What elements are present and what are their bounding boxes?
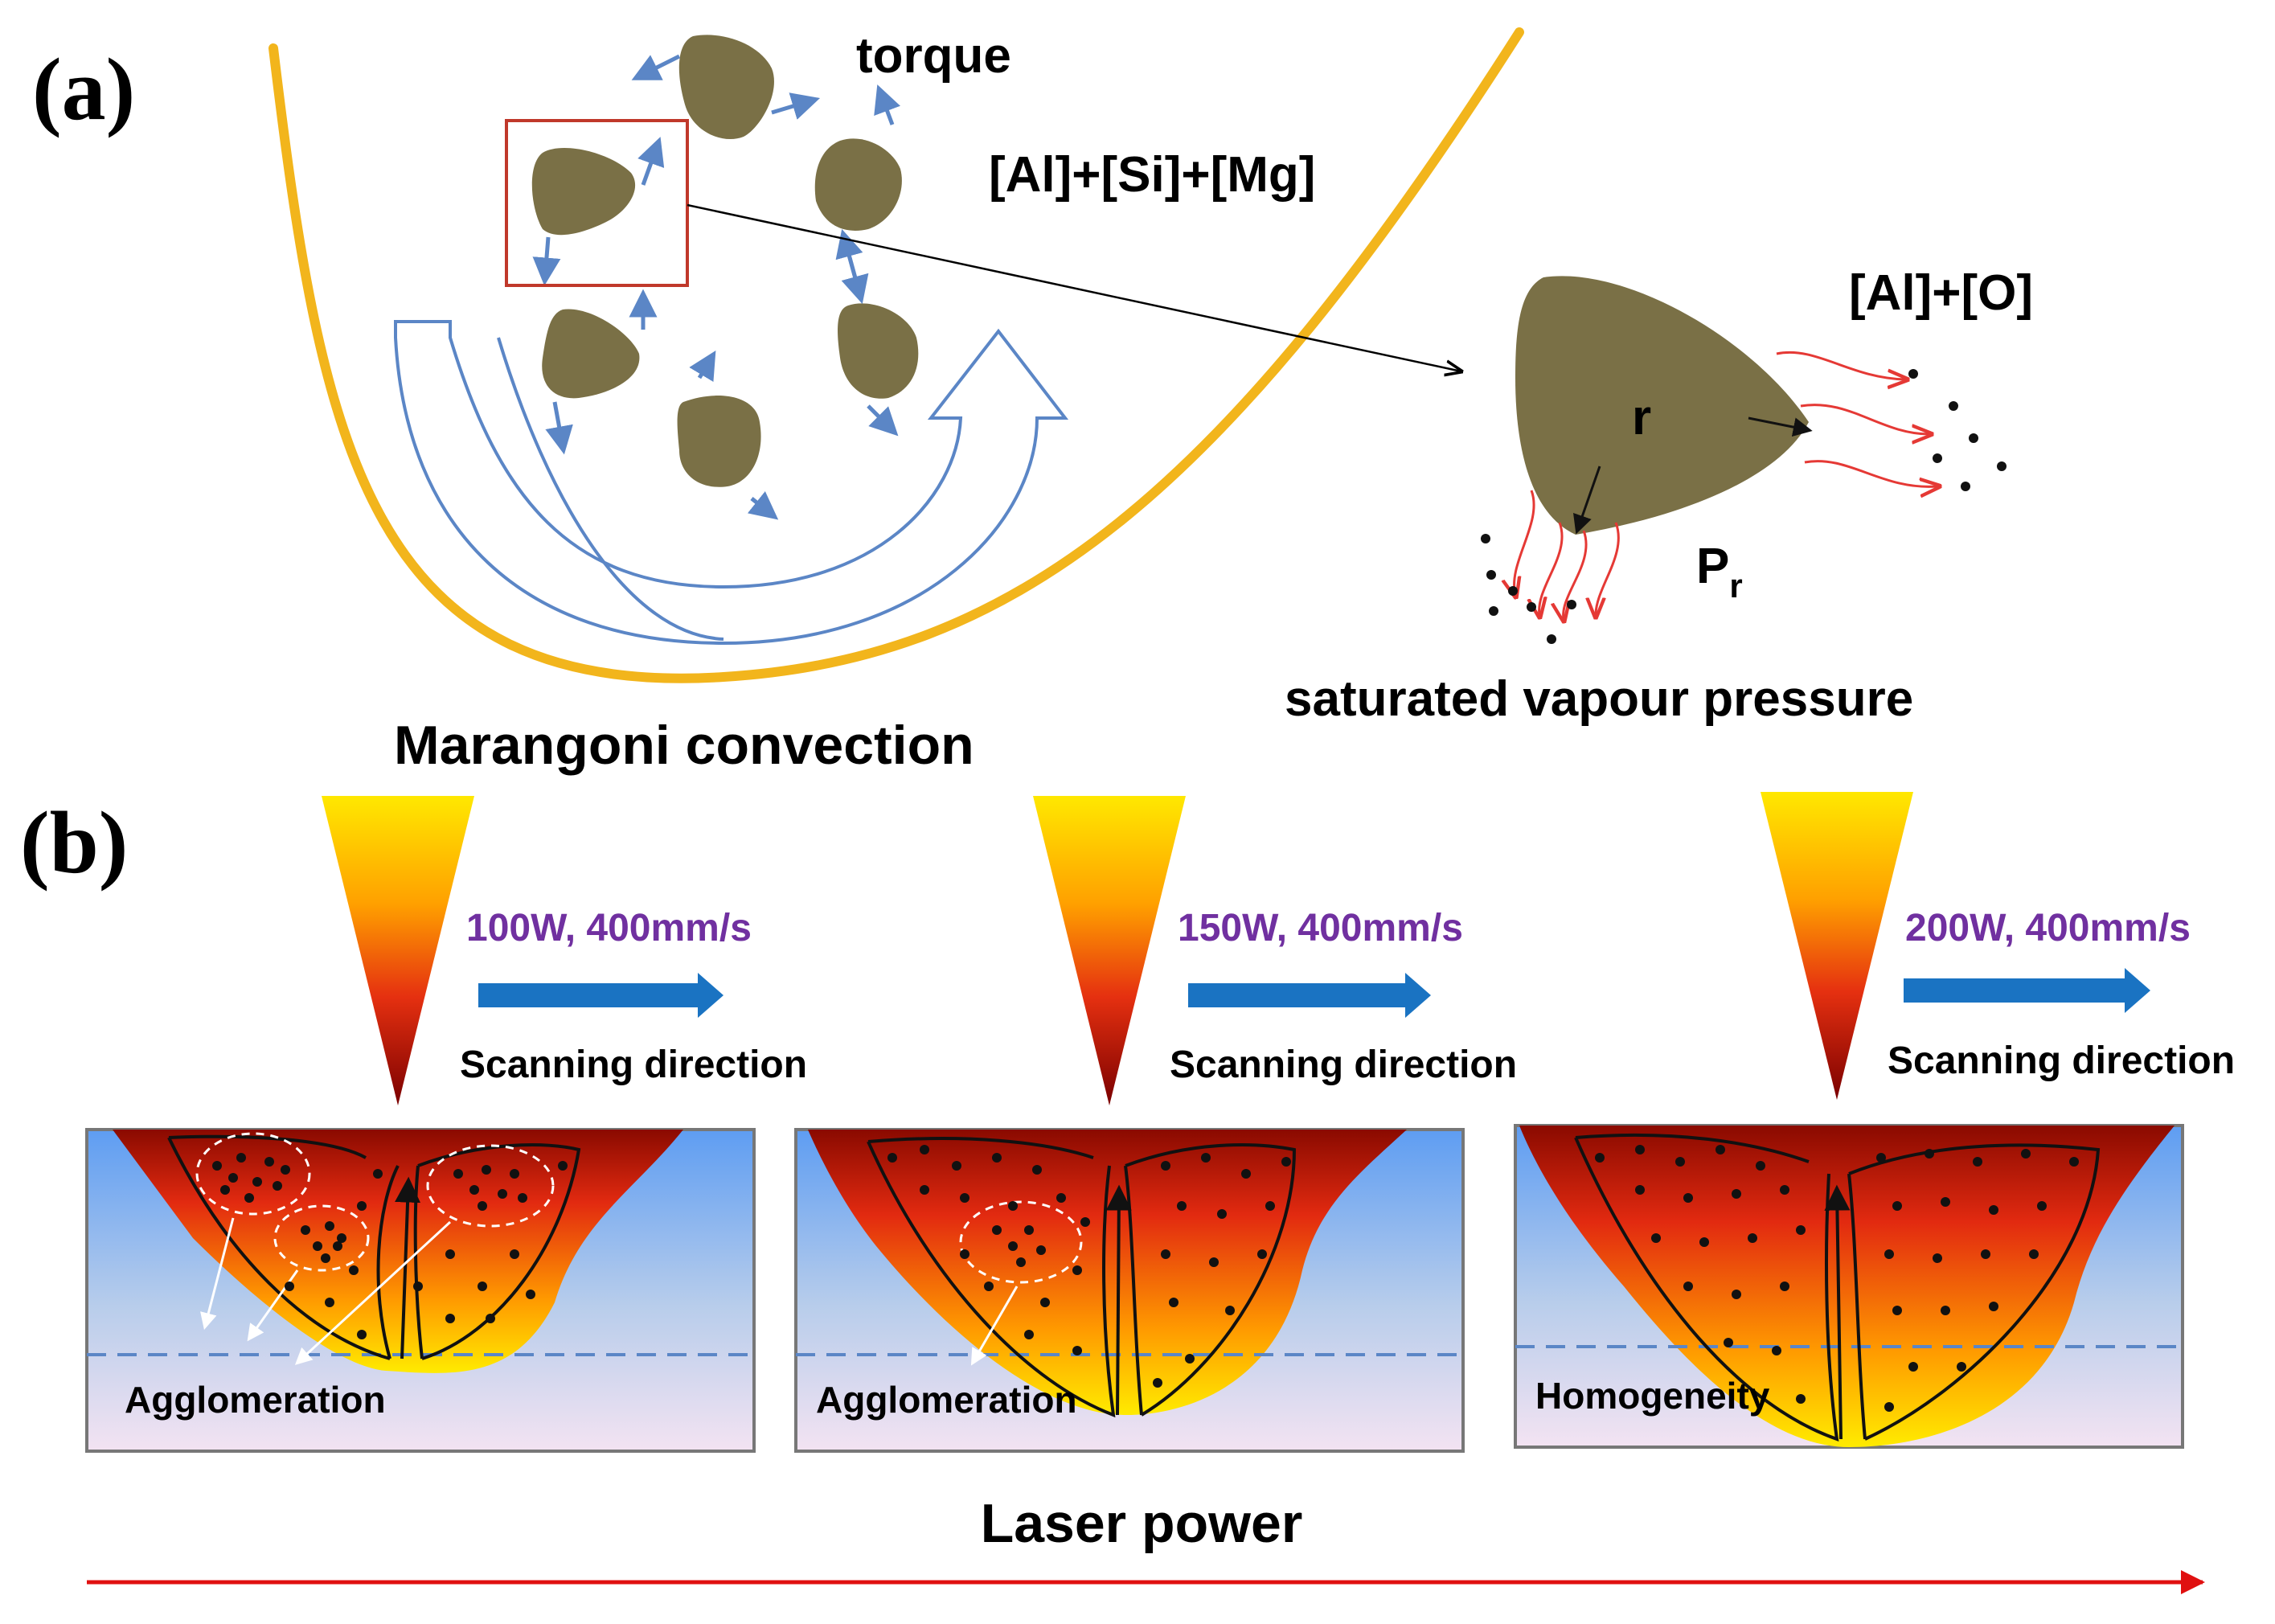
melt-pool-1: 100W, 400mm/s Scanning direction	[85, 796, 807, 1453]
radius-arrow	[1573, 465, 1601, 535]
particle	[677, 396, 761, 487]
pressure-symbol: Pr	[1696, 539, 1743, 605]
scan-direction-label: Scanning direction	[1888, 1040, 2235, 1082]
flow-loop	[1574, 1133, 1839, 1442]
particle-dots	[887, 1145, 1291, 1388]
flow-loop	[867, 1137, 1116, 1418]
scan-direction-label: Scanning direction	[460, 1044, 807, 1086]
process-params: 200W, 400mm/s	[1905, 907, 2191, 949]
laser-beam	[322, 796, 474, 1105]
vapour-arrows	[1515, 351, 1937, 619]
upflow-arrow	[1824, 1184, 1851, 1440]
marangoni-convection-arrow	[394, 320, 1069, 646]
products-label: [Al]+[O]	[1849, 265, 2033, 321]
process-params: 100W, 400mm/s	[466, 907, 752, 949]
laser-beam	[1033, 796, 1186, 1105]
panel-a-label: (a)	[32, 40, 135, 138]
particle	[678, 35, 774, 140]
particle	[838, 303, 919, 399]
pool-body	[808, 1130, 1407, 1415]
oxide-particles	[531, 35, 919, 487]
convection-label: Marangoni convection	[394, 715, 974, 776]
torque-label: torque	[856, 28, 1011, 84]
zoom-connector	[687, 203, 1461, 371]
elements-label: [Al]+[Si]+[Mg]	[989, 147, 1315, 203]
pool-body	[113, 1130, 683, 1373]
marangoni-inner-loop	[497, 337, 724, 641]
laser-beam	[1761, 792, 1913, 1100]
scan-arrow-head	[698, 973, 723, 1018]
upflow-arrow	[1105, 1184, 1132, 1416]
particle	[531, 148, 636, 236]
pool-state-label: Agglomeration	[125, 1379, 386, 1421]
scan-arrow-head	[2125, 968, 2150, 1013]
particle-dots	[212, 1153, 568, 1339]
melt-pool-boundary	[268, 27, 1524, 683]
particle	[542, 309, 640, 399]
laser-power-label: Laser power	[981, 1493, 1303, 1554]
radius-label: r	[1632, 390, 1651, 445]
melt-pool-2: 150W, 400mm/s Scanning direction Agglome…	[794, 796, 1517, 1453]
pool-state-label: Agglomeration	[816, 1379, 1077, 1421]
vapour-atoms	[1481, 369, 2007, 644]
torque-arrows	[532, 54, 900, 520]
particle-dots	[1595, 1145, 2079, 1412]
panel-a: (a)	[32, 27, 2033, 776]
particle	[814, 138, 902, 231]
panel-b: (b) 100W, 400mm/s Scanning direction	[20, 792, 2235, 1594]
radius-arrow	[1748, 416, 1813, 437]
pool-state-label: Homogeneity	[1535, 1375, 1770, 1417]
flow-loop	[167, 1134, 400, 1360]
magnified-particle	[1515, 276, 1809, 535]
cluster-outline	[959, 1200, 1083, 1284]
zoom-box	[505, 119, 689, 287]
agglomeration-arrows	[970, 1286, 1019, 1366]
cluster-outline	[195, 1132, 555, 1272]
pool-body	[1519, 1126, 2175, 1447]
upflow-arrow	[395, 1176, 421, 1359]
process-params: 150W, 400mm/s	[1178, 907, 1463, 949]
flow-loop	[1847, 1143, 2101, 1441]
scan-arrow-head	[1405, 973, 1431, 1018]
scan-direction-label: Scanning direction	[1170, 1044, 1517, 1086]
melt-pool-3: 200W, 400mm/s Scanning direction Homogen…	[1514, 792, 2235, 1449]
panel-b-label: (b)	[20, 794, 128, 892]
pressure-caption: saturated vapour pressure	[1285, 671, 1913, 727]
